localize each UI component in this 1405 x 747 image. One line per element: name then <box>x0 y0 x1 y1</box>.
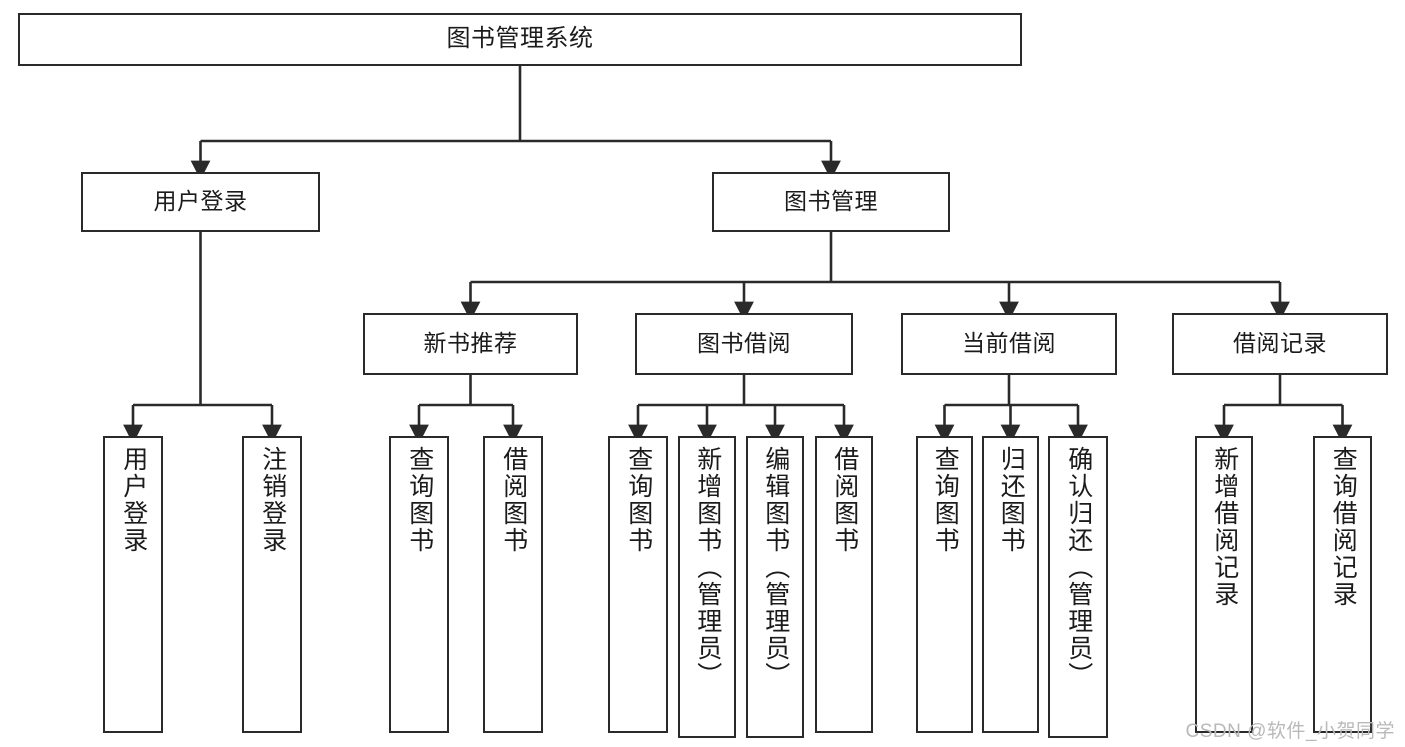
node-book-borrow[interactable]: 图书借阅 <box>635 313 853 375</box>
node-label: 图书借阅 <box>697 330 791 357</box>
node-label: 新增图书（管理员） <box>693 446 722 689</box>
node-current-borrow[interactable]: 当前借阅 <box>901 313 1117 375</box>
node-leaf-add-book[interactable]: 新增图书（管理员） <box>678 436 736 738</box>
node-leaf-query-book-3[interactable]: 查询图书 <box>916 436 973 733</box>
node-borrow-record[interactable]: 借阅记录 <box>1172 313 1388 375</box>
node-leaf-user-logout[interactable]: 注销登录 <box>242 436 302 733</box>
node-user-login[interactable]: 用户登录 <box>81 172 320 232</box>
node-new-book-rec[interactable]: 新书推荐 <box>363 313 578 375</box>
node-leaf-borrow-book-1[interactable]: 借阅图书 <box>483 436 543 733</box>
node-label: 确认归还（管理员） <box>1064 446 1093 689</box>
node-label: 图书管理 <box>784 188 878 215</box>
node-label: 借阅记录 <box>1233 330 1327 357</box>
node-label: 查询图书 <box>405 446 434 554</box>
node-book-manage[interactable]: 图书管理 <box>712 172 950 232</box>
node-label: 编辑图书（管理员） <box>761 446 790 689</box>
node-leaf-confirm-return[interactable]: 确认归还（管理员） <box>1048 436 1108 738</box>
node-leaf-query-book-1[interactable]: 查询图书 <box>389 436 449 733</box>
node-label: 借阅图书 <box>499 446 528 554</box>
node-leaf-user-login[interactable]: 用户登录 <box>103 436 163 733</box>
node-label: 图书管理系统 <box>446 25 594 53</box>
node-leaf-edit-book[interactable]: 编辑图书（管理员） <box>746 436 804 738</box>
node-label: 借阅图书 <box>830 446 859 554</box>
node-label: 用户登录 <box>119 446 148 554</box>
node-label: 归还图书 <box>997 446 1026 554</box>
node-label: 查询借阅记录 <box>1329 446 1358 608</box>
node-root[interactable]: 图书管理系统 <box>18 13 1022 66</box>
node-leaf-borrow-book-2[interactable]: 借阅图书 <box>815 436 873 733</box>
node-label: 用户登录 <box>153 188 248 215</box>
node-leaf-query-record[interactable]: 查询借阅记录 <box>1313 436 1372 733</box>
node-leaf-return-book[interactable]: 归还图书 <box>982 436 1039 733</box>
node-label: 查询图书 <box>931 446 960 554</box>
node-leaf-query-book-2[interactable]: 查询图书 <box>608 436 668 733</box>
watermark: CSDN @软件_小贺同学 <box>1185 721 1395 742</box>
node-label: 查询图书 <box>624 446 653 554</box>
node-label: 新书推荐 <box>423 330 518 357</box>
node-label: 新增借阅记录 <box>1210 446 1239 608</box>
node-label: 注销登录 <box>258 446 287 554</box>
node-leaf-add-record[interactable]: 新增借阅记录 <box>1195 436 1253 733</box>
node-label: 当前借阅 <box>962 330 1056 357</box>
